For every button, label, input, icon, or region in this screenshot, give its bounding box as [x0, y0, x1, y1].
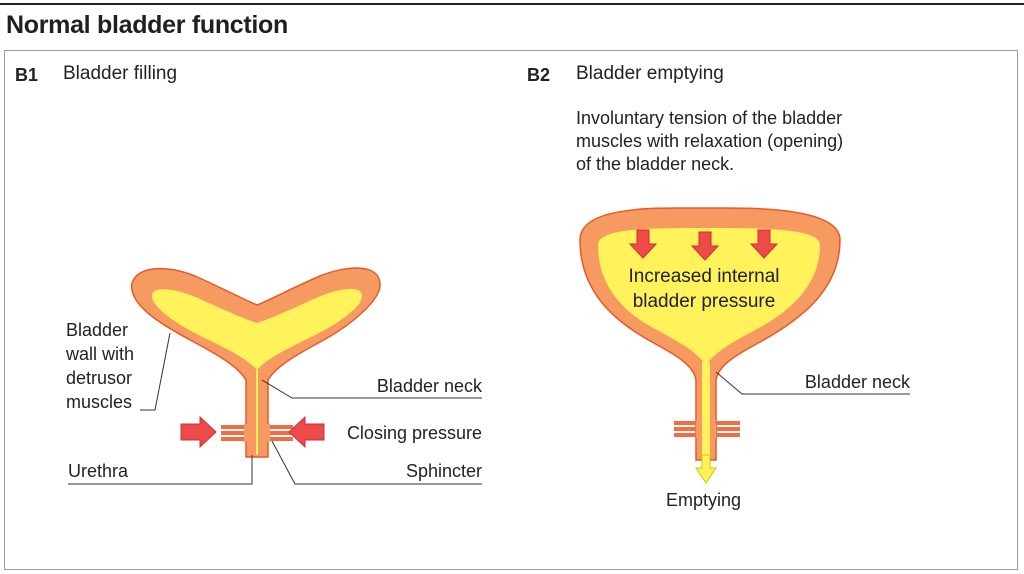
b1-wall-label: Bladder wall with detrusor muscles: [66, 318, 134, 414]
b2-pressure-arrow-3: [749, 229, 779, 259]
b1-sphincter-leader: [271, 440, 482, 485]
b2-description-line-3: of the bladder neck.: [576, 154, 735, 174]
b1-neck-leader: [261, 379, 482, 399]
b1-urethra-label: Urethra: [68, 461, 129, 481]
b2-urethra-lumen: [702, 362, 710, 462]
b2-inner-label-line-1: Increased internal: [628, 266, 780, 287]
b1-bladder: [68, 267, 482, 485]
b2-bladder: [579, 207, 910, 484]
figure-panel: [4, 50, 1018, 570]
b1-pressure-arrow-right: [288, 415, 325, 449]
b2-description-line-1: Involuntary tension of the bladder: [576, 108, 843, 128]
b2-pressure-arrow-2: [690, 231, 720, 261]
page-title: Normal bladder function: [6, 11, 289, 39]
b1-wall-leader: [140, 332, 171, 411]
top-rule: [0, 3, 1024, 5]
b2-neck-label: Bladder neck: [804, 372, 910, 392]
b1-wall-label-line-3: detrusor: [66, 368, 133, 388]
b1-code: B1: [15, 65, 39, 85]
b1-sphincter-label: Sphincter: [405, 461, 482, 481]
b1-wall-label-line-1: Bladder: [66, 320, 129, 340]
b1-wall-label-line-4: muscles: [66, 392, 133, 412]
b1-urethra-leader: [68, 455, 253, 485]
b2-pressure-arrow-1: [628, 229, 658, 259]
b1-title: Bladder filling: [63, 63, 178, 84]
b2-description-line-2: muscles with relaxation (opening): [576, 131, 844, 151]
b2-description: Involuntary tension of the bladder muscl…: [576, 107, 876, 176]
b2-empty-label: Emptying: [666, 490, 742, 510]
b1-urine: [152, 288, 362, 370]
b2-inner-label-line-2: bladder pressure: [632, 291, 776, 312]
b2-neck-leader: [715, 371, 910, 395]
b1-neck-label: Bladder neck: [376, 376, 482, 396]
b2-title: Bladder emptying: [576, 63, 724, 84]
b2-code: B2: [527, 65, 551, 85]
b2-inner-label: Increased internal bladder pressure: [604, 264, 804, 314]
b2-urine: [598, 228, 820, 365]
b1-pressure-arrow-left: [180, 415, 217, 449]
b1-sphincter: [221, 424, 293, 442]
b1-wall-label-line-2: wall with: [66, 344, 135, 364]
b2-sphincter: [674, 420, 740, 438]
b2-emptying-arrow: [695, 454, 717, 484]
b1-pressure-label: Closing pressure: [346, 423, 482, 443]
